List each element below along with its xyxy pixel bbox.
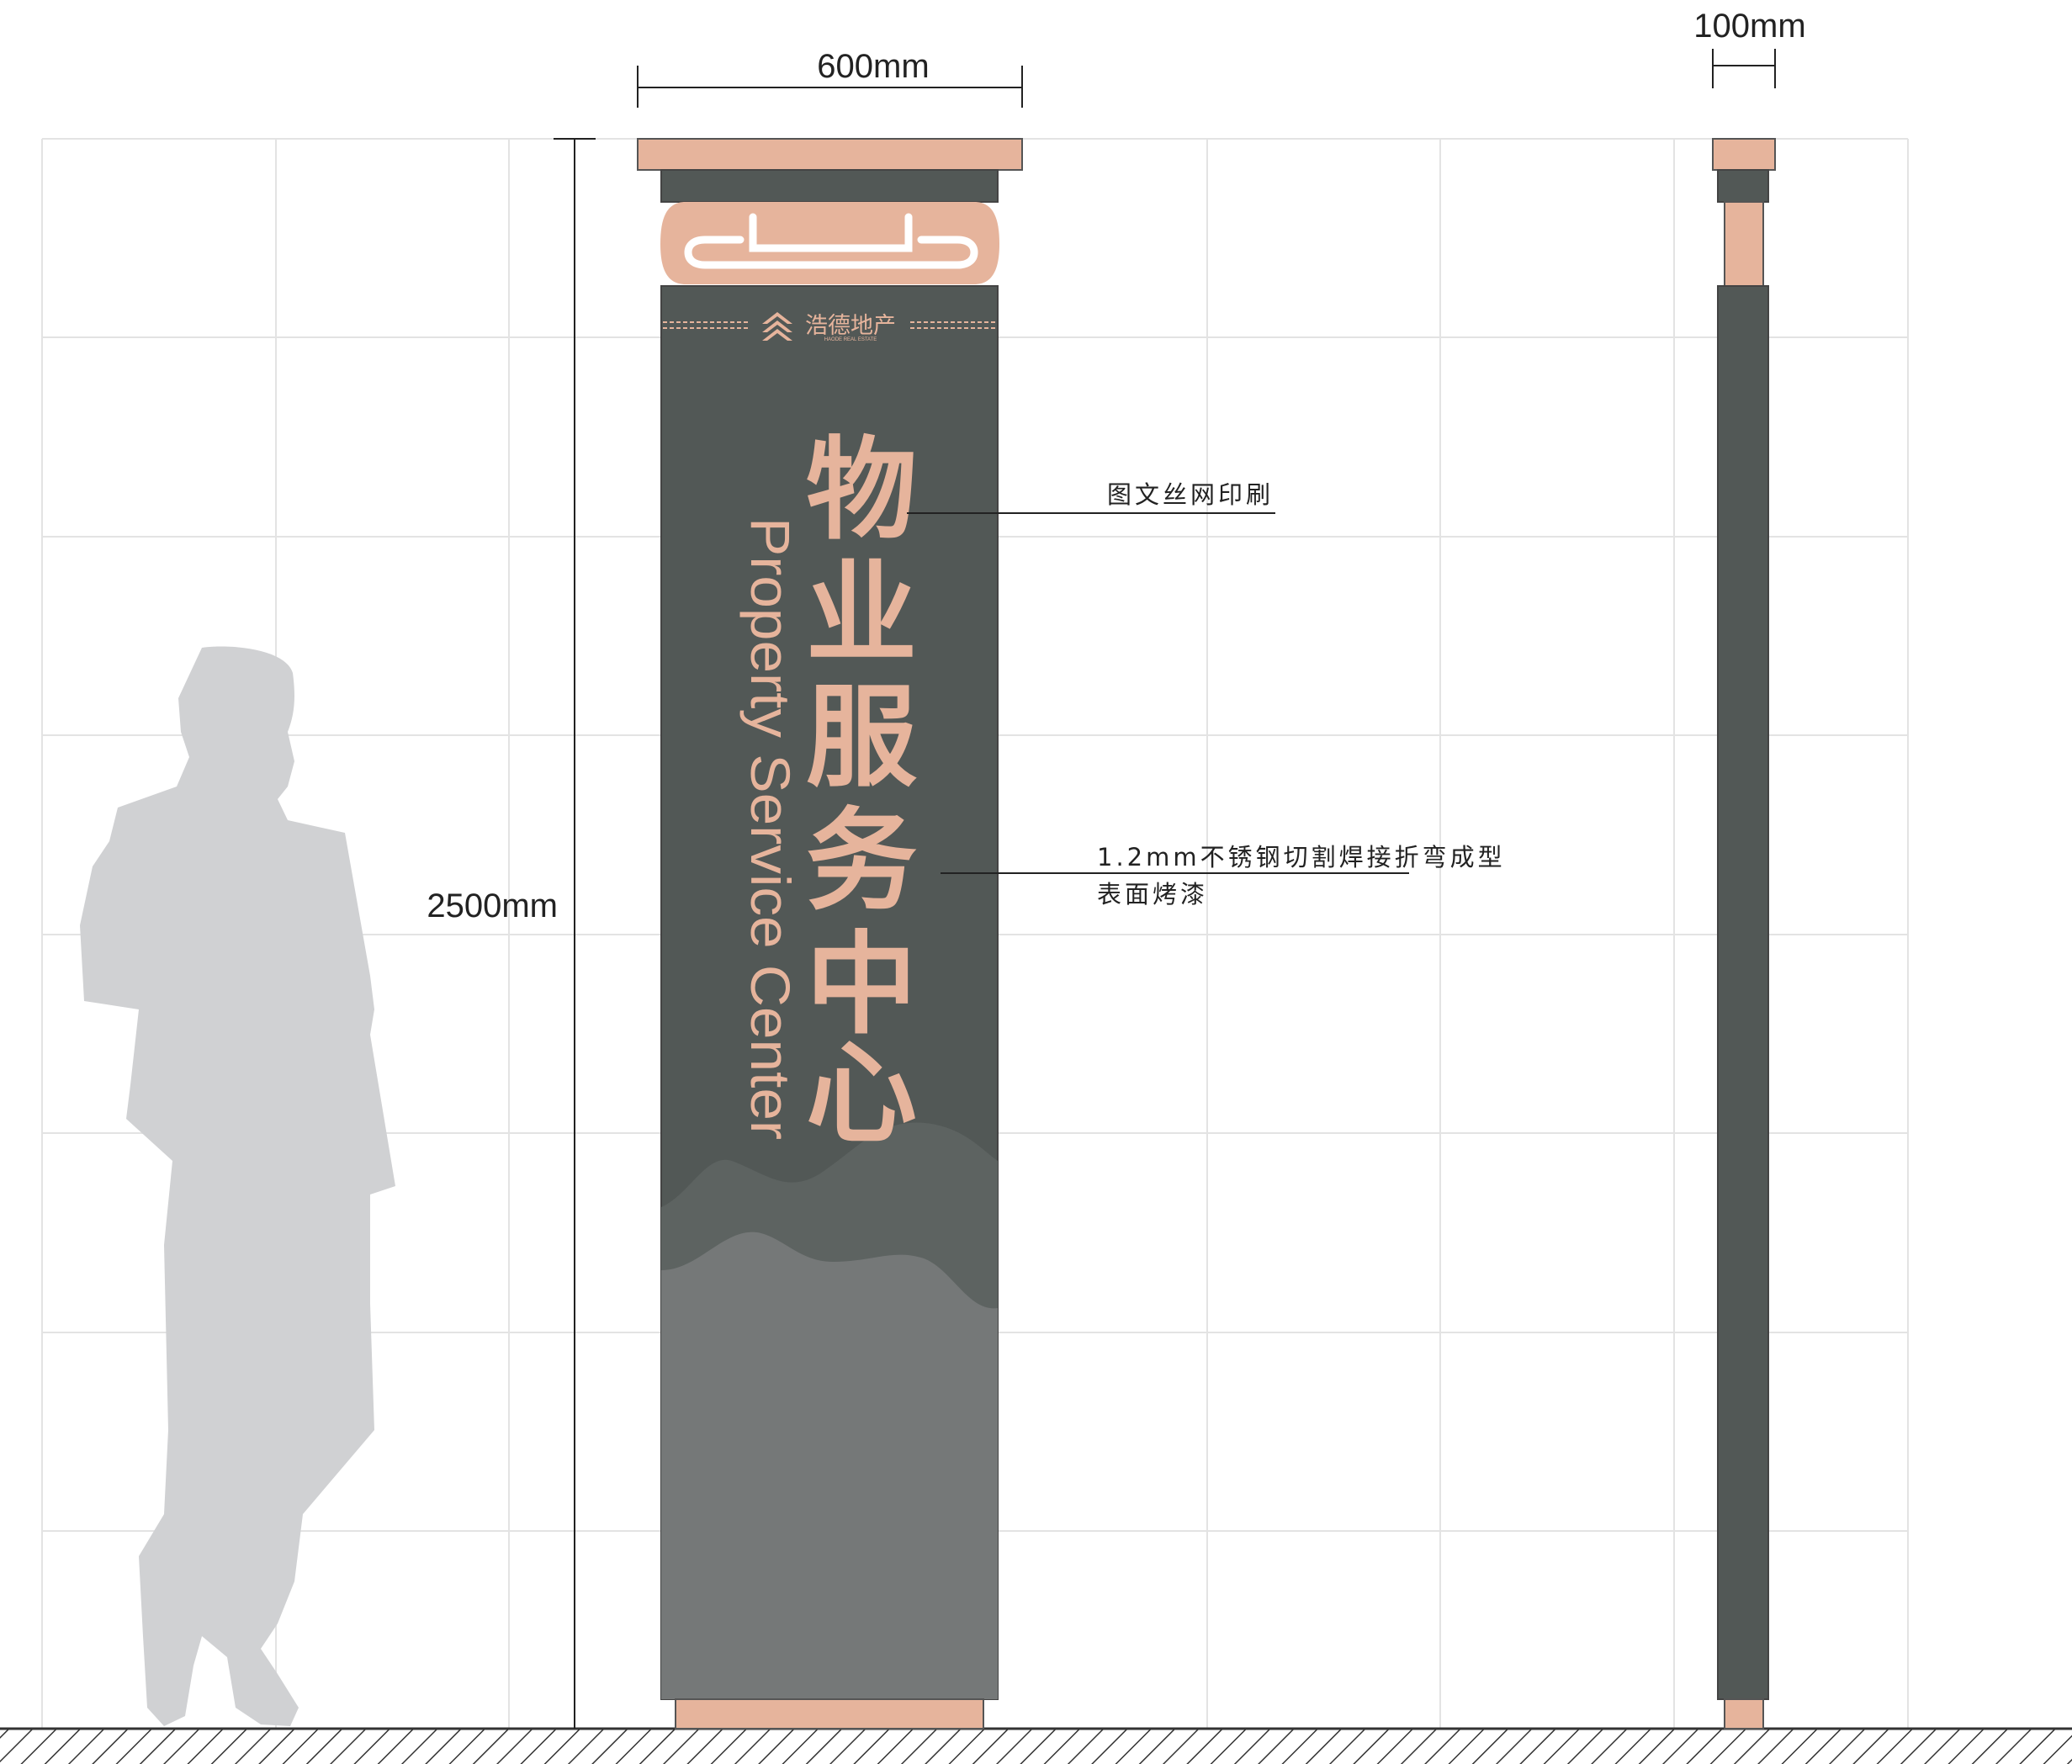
side-ornament <box>1724 201 1764 287</box>
sign-title-cn: 物 业 服 务 中 心 <box>806 426 917 1159</box>
side-width-dimension <box>1712 49 1776 88</box>
print-callout: 图文丝网印刷 <box>1107 480 1274 509</box>
ground-hatch-icon <box>0 1727 2072 1764</box>
haode-logo-icon <box>762 312 792 341</box>
material-callout-line1: 1.2mm不锈钢切割焊接折弯成型 <box>1097 843 1506 871</box>
height-dimension-label: 2500mm <box>427 887 558 924</box>
side-width-label: 100mm <box>1693 8 1805 45</box>
height-dimension <box>554 138 596 1729</box>
title-cn-char: 业 <box>806 549 917 679</box>
side-main-panel <box>1717 285 1769 1700</box>
person-silhouette-icon <box>80 646 395 1726</box>
front-width-label: 600mm <box>817 48 929 85</box>
sign-cap-base <box>660 169 999 203</box>
brand-name: 浩德地产 <box>805 313 896 339</box>
sign-side-view <box>1712 138 1776 1730</box>
side-cap-base <box>1717 169 1769 203</box>
title-cn-char: 物 <box>806 426 917 555</box>
material-callout-line2: 表面烤漆 <box>1097 880 1208 908</box>
side-base-plinth <box>1724 1698 1764 1730</box>
front-width-dimension <box>637 66 1023 108</box>
mountain-wave-lower <box>661 1232 998 1699</box>
cloud-scroll-ornament <box>660 202 999 284</box>
sign-base-plinth <box>675 1698 984 1730</box>
brand-subtitle: HAODE REAL ESTATE <box>824 337 877 342</box>
sign-front-view: 浩德地产 HAODE REAL ESTATE 物 业 服 务 中 心 Prope… <box>637 138 1023 1730</box>
title-cn-char: 心 <box>806 1030 917 1159</box>
title-cn-char: 中 <box>806 920 917 1050</box>
title-cn-char: 服 <box>806 673 917 803</box>
sign-title-en: Property Service Center <box>739 517 802 1140</box>
callout-leaders <box>907 512 1409 874</box>
sign-cap <box>637 138 1023 171</box>
title-cn-char: 务 <box>806 797 917 926</box>
side-cap <box>1712 138 1776 171</box>
decorative-rope-border <box>663 321 996 329</box>
